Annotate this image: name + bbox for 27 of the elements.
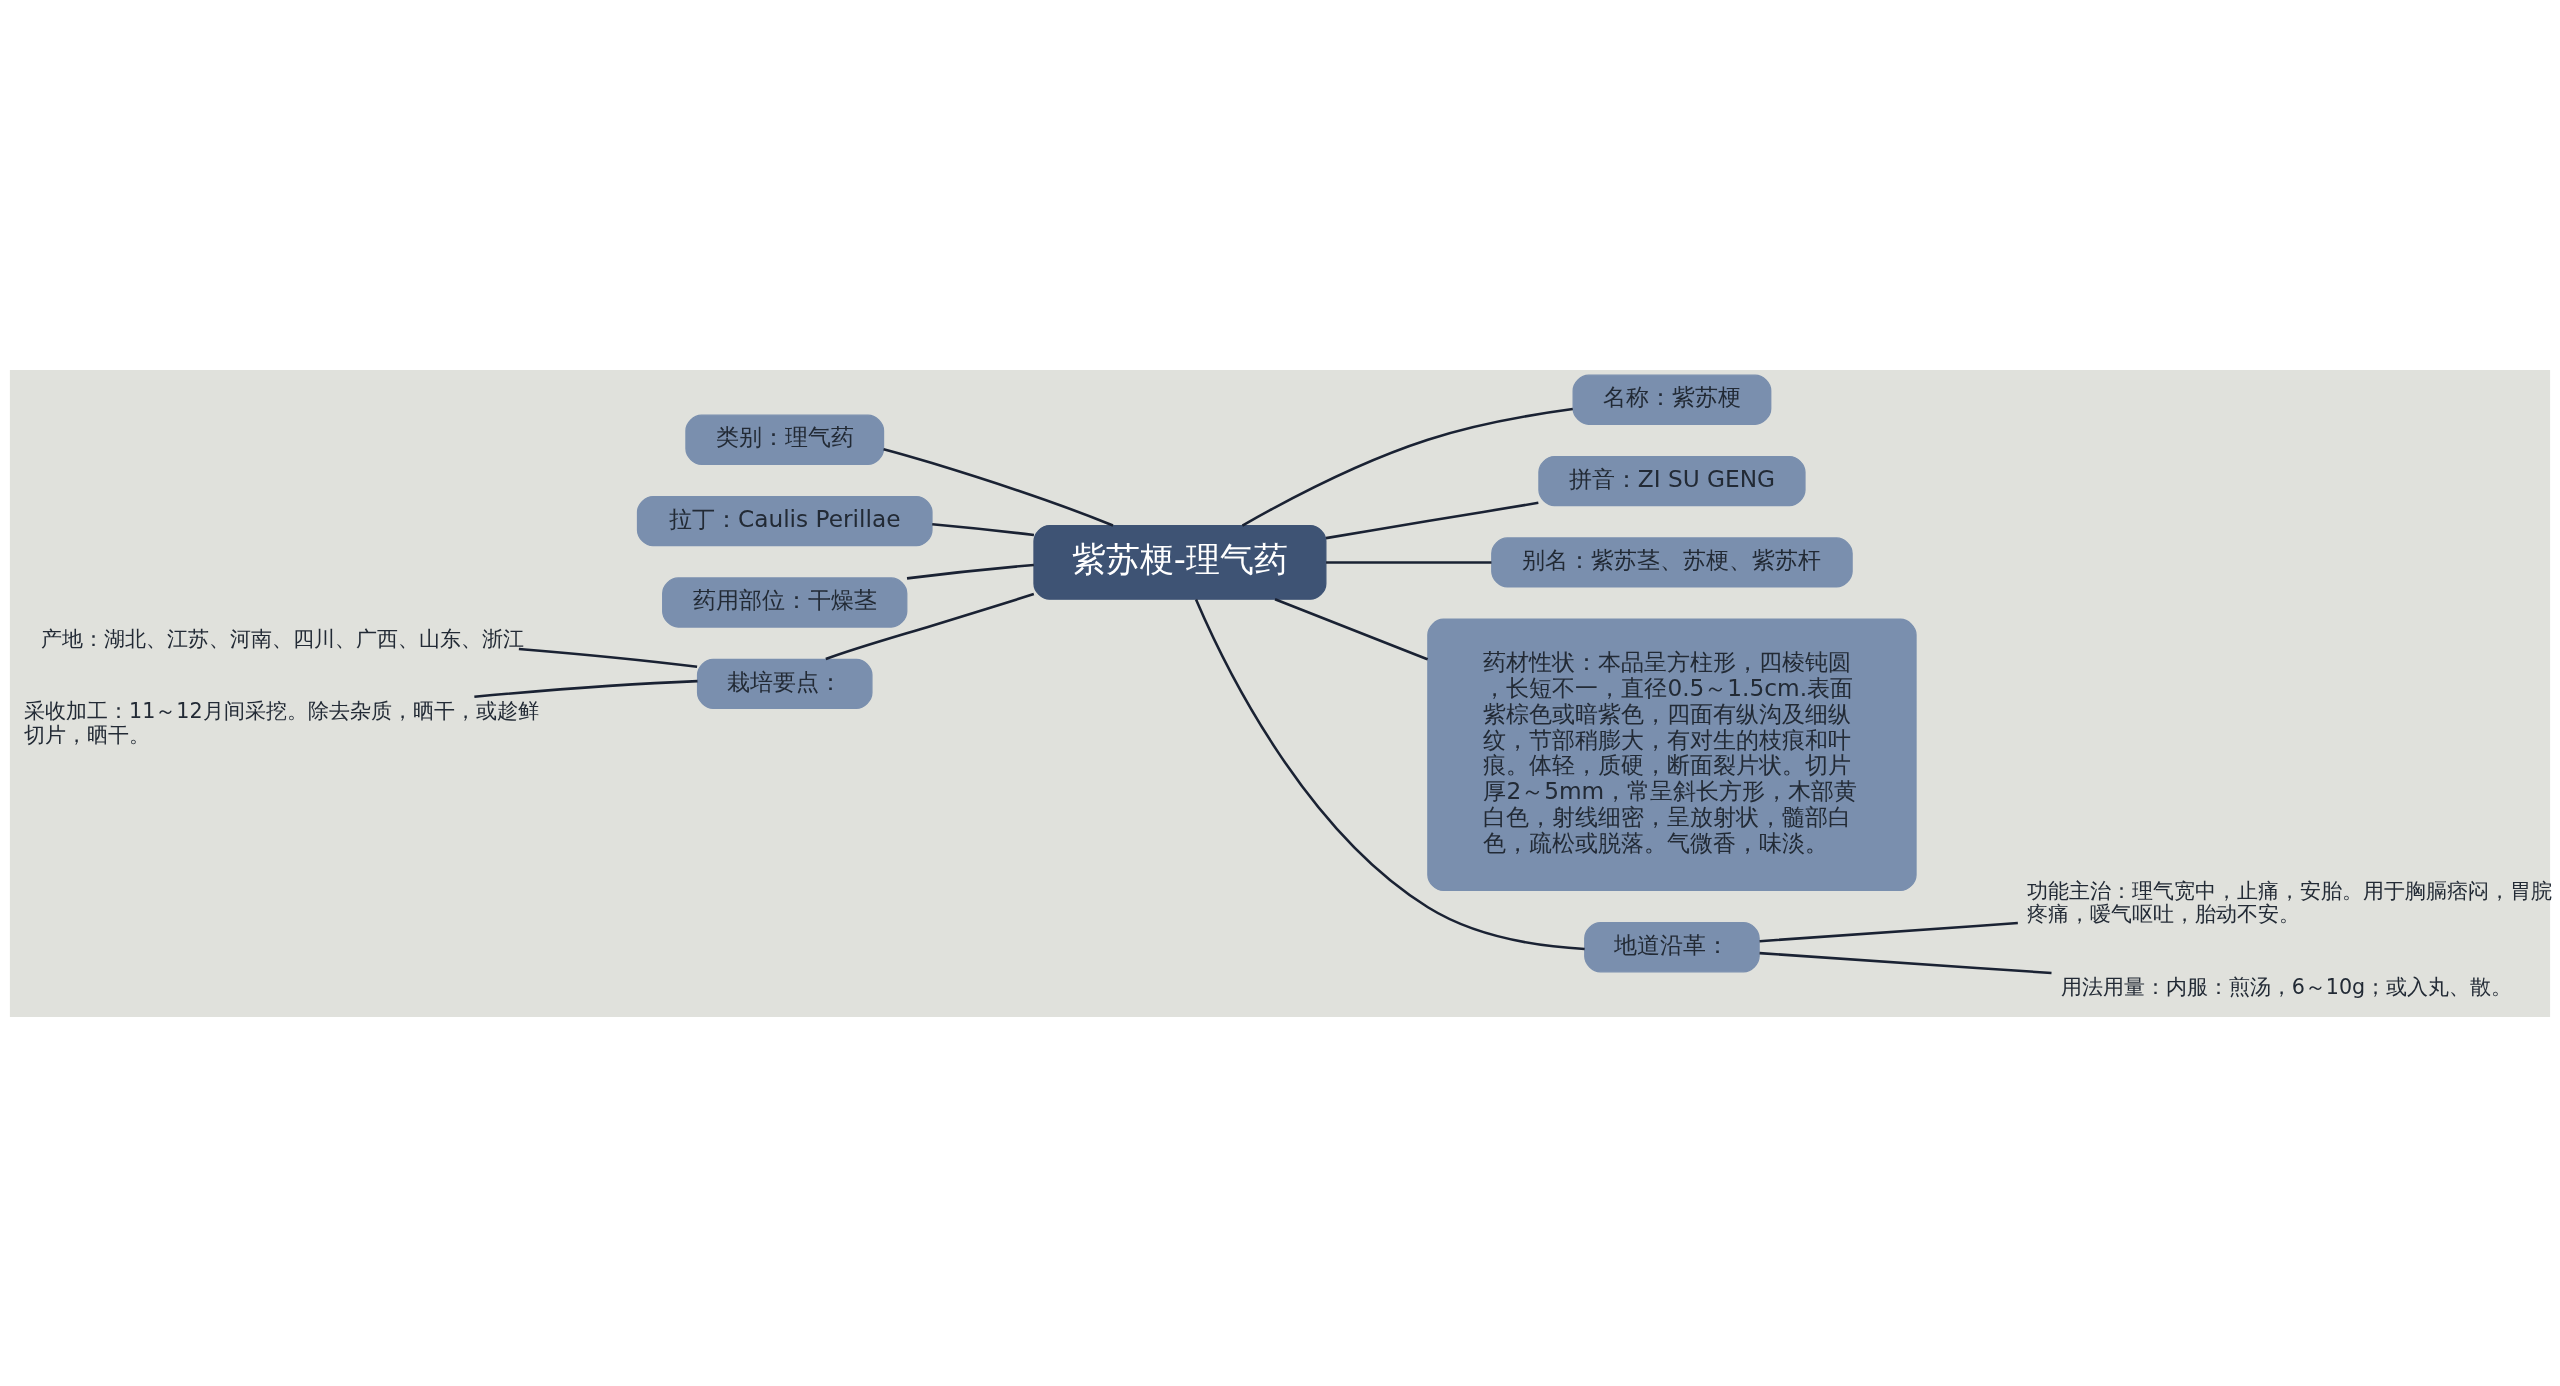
connector (1194, 598, 1585, 950)
connector (932, 522, 1035, 536)
node-text: 采收加工：11～12月间采挖。除去杂质，晒干，或趁鲜切片，晒干。 (24, 698, 539, 747)
connector (1326, 560, 1492, 564)
connector (1759, 921, 2018, 942)
node-box: 紫苏梗-理气药 (1033, 524, 1327, 600)
connector (1241, 407, 1573, 527)
node-box: 药材性状：本品呈方柱形，四棱钝圆，长短不一，直径0.5～1.5cm.表面紫棕色或暗紫色，四面有纵沟及细纵纹，节部稍膨大，有对生的枝痕和叶痕。体轻，质硬，断面裂片状。切片厚2～5mm，常呈斜长方形，木部黄白色，射线细密，呈放射状，髓部白色，疏松或脱落。气微香，味淡。 (1427, 618, 1917, 891)
connector (1274, 597, 1429, 660)
node-text: 产地：湖北、江苏、河南、四川、广西、山东、浙江 (40, 626, 524, 651)
connector (474, 679, 698, 698)
node-box: 名称：紫苏梗 (1572, 374, 1772, 425)
node-box: 拼音：ZI SU GENG (1538, 455, 1806, 506)
connector (518, 647, 698, 668)
connector (1759, 951, 2052, 974)
node-box: 地道沿革： (1584, 921, 1760, 972)
node-text: 用法用量：内服：煎汤，6～10g；或入丸、散。 (2060, 974, 2513, 998)
connector (825, 592, 1035, 660)
node-box: 药用部位：干燥茎 (662, 576, 908, 628)
node-box: 类别：理气药 (685, 414, 885, 465)
connector (906, 563, 1034, 580)
connector (1325, 501, 1539, 539)
node-text: 功能主治：理气宽中，止痛，安胎。用于胸膈痞闷，胃脘疼痛，嗳气呕吐，胎动不安。 (2027, 878, 2553, 926)
node-box: 栽培要点： (696, 658, 873, 709)
node-box: 拉丁：Caulis Perillae (636, 495, 933, 546)
node-box: 别名：紫苏茎、苏梗、紫苏杆 (1491, 536, 1853, 588)
connector (883, 447, 1114, 527)
